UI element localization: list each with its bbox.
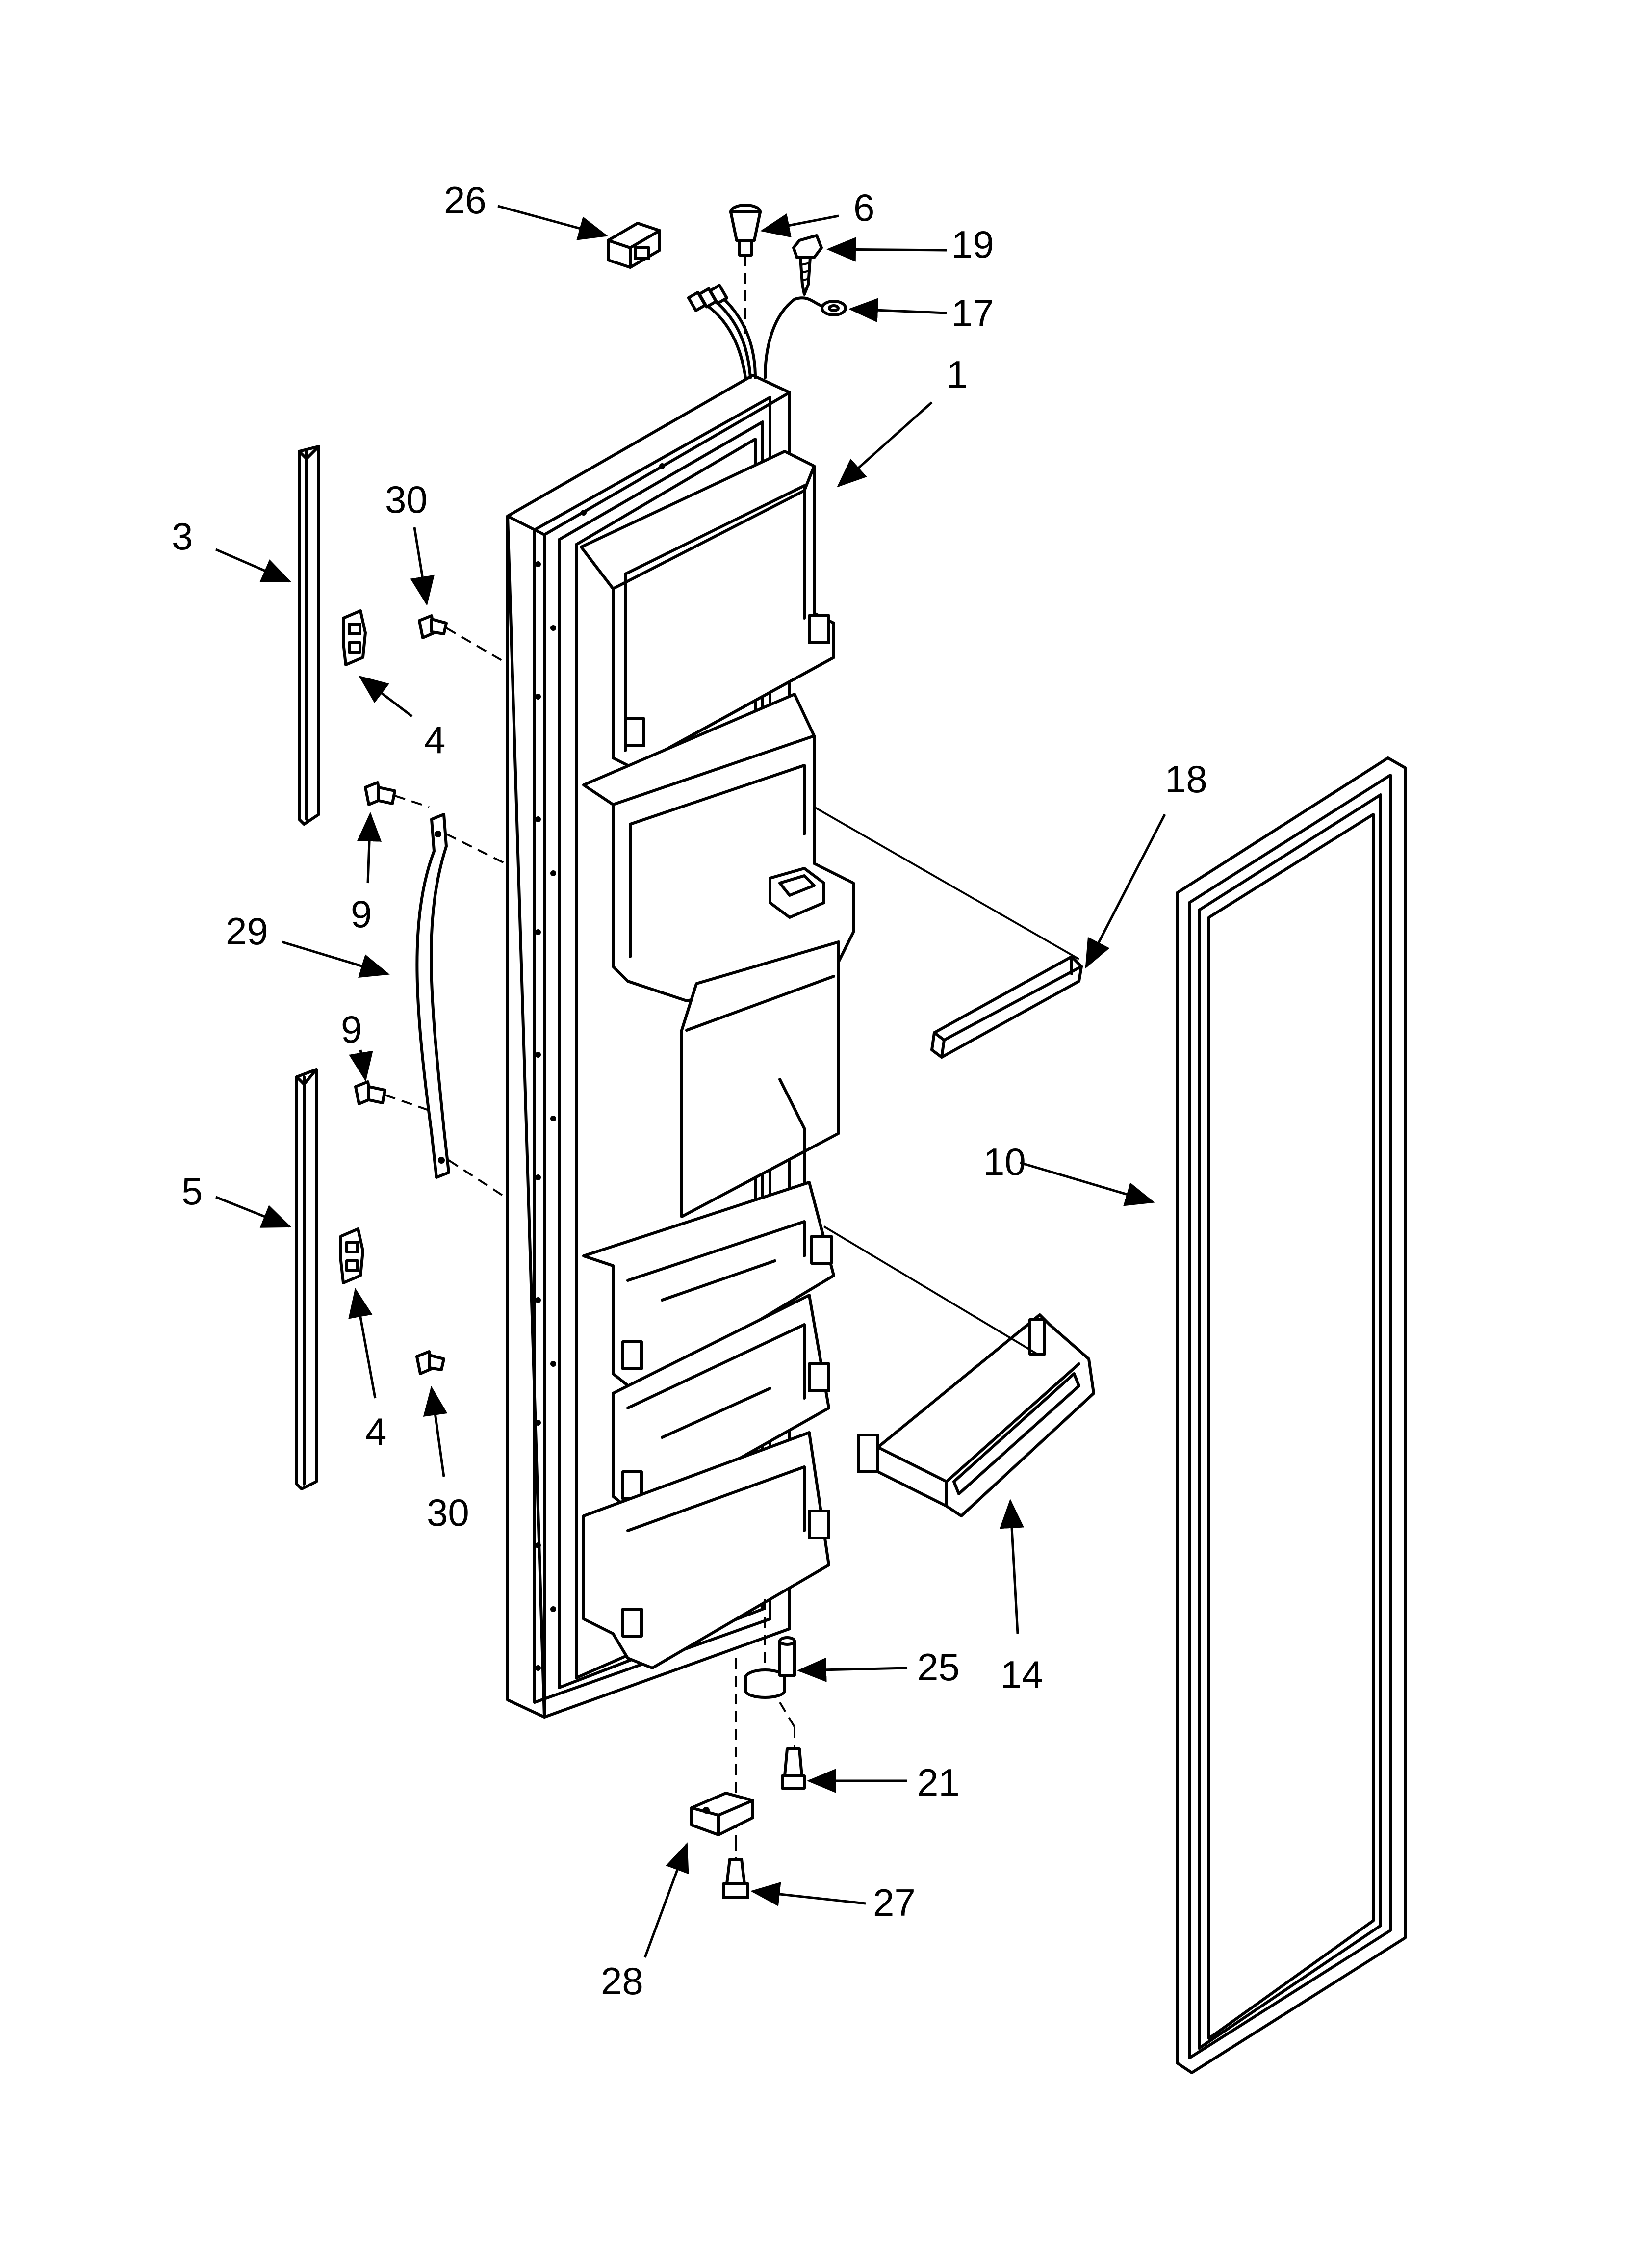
callout-28: 28 bbox=[601, 1959, 643, 2003]
part-4-clip-lower bbox=[339, 1227, 364, 1284]
part-6-plug bbox=[729, 204, 762, 334]
part-14-bin bbox=[823, 1225, 1095, 1517]
callout-30-upper: 30 bbox=[385, 478, 428, 521]
part-17-wire-harness bbox=[687, 284, 847, 379]
callout-25: 25 bbox=[917, 1645, 960, 1689]
callout-30-lower: 30 bbox=[427, 1491, 469, 1534]
lower-bin-2 bbox=[582, 1431, 830, 1669]
callout-17: 17 bbox=[951, 291, 994, 335]
dispenser-housing bbox=[582, 693, 855, 1218]
part-18-rail bbox=[814, 806, 1083, 1059]
part-4-clip-upper bbox=[342, 609, 367, 666]
part-27-screw bbox=[722, 1840, 749, 1899]
callout-18: 18 bbox=[1165, 757, 1207, 801]
part-5-trim bbox=[295, 1068, 318, 1490]
leader-lines bbox=[215, 205, 1166, 1958]
part-25-hinge bbox=[744, 1599, 796, 1699]
callout-26: 26 bbox=[444, 179, 487, 222]
part-9-screw-lower bbox=[354, 1080, 432, 1112]
part-10-gasket bbox=[1176, 756, 1407, 2074]
part-28-bracket bbox=[690, 1658, 754, 1840]
callout-6: 6 bbox=[853, 186, 874, 229]
callout-21: 21 bbox=[917, 1761, 960, 1804]
callout-14: 14 bbox=[1001, 1653, 1043, 1696]
part-30-screw-lower bbox=[415, 1350, 445, 1375]
callout-10: 10 bbox=[983, 1140, 1026, 1183]
callout-19: 19 bbox=[951, 223, 994, 266]
part-26-switch bbox=[607, 222, 661, 269]
callout-1: 1 bbox=[947, 353, 968, 396]
door-screw-holes bbox=[535, 463, 665, 1671]
part-29-handle bbox=[415, 813, 506, 1198]
callout-9-upper: 9 bbox=[351, 892, 372, 936]
part-30-screw-upper bbox=[418, 614, 506, 663]
callout-4-upper: 4 bbox=[424, 718, 445, 761]
callout-4-lower: 4 bbox=[365, 1410, 386, 1453]
callout-labels: 26 6 19 17 1 3 30 4 18 9 29 9 10 5 4 30 … bbox=[172, 179, 1207, 2003]
part-21-screw bbox=[779, 1701, 806, 1790]
callout-5: 5 bbox=[181, 1170, 203, 1213]
callout-29: 29 bbox=[226, 910, 268, 953]
callout-3: 3 bbox=[172, 515, 193, 558]
part-19-screw bbox=[792, 234, 823, 296]
part-9-screw-upper bbox=[364, 781, 430, 808]
callout-9-lower: 9 bbox=[341, 1008, 362, 1051]
part-3-trim bbox=[298, 445, 320, 826]
callout-27: 27 bbox=[873, 1881, 916, 1924]
